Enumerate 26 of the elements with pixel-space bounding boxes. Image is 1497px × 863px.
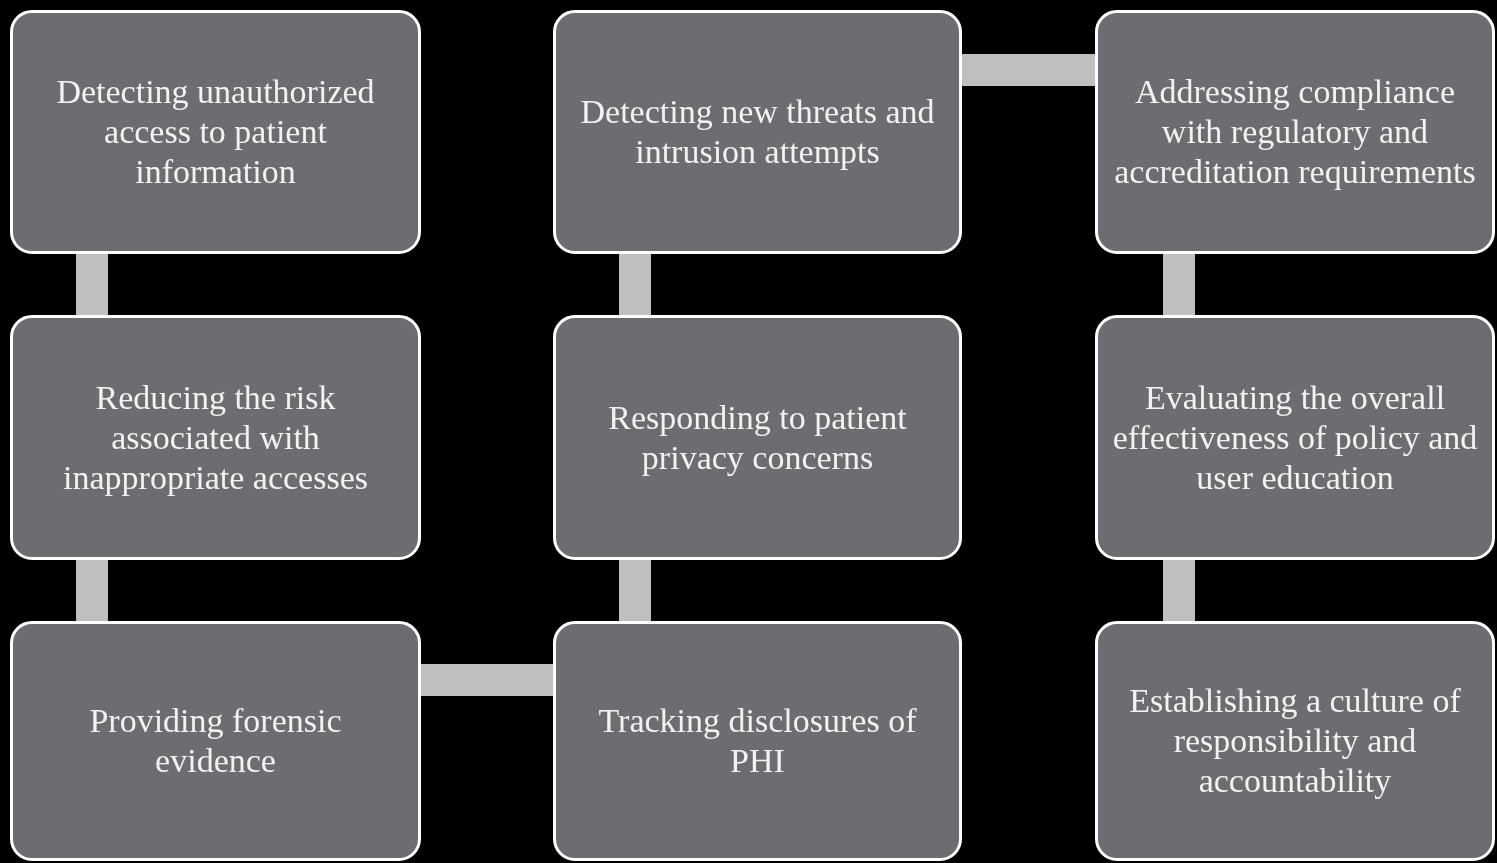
process-box [1095,10,1495,254]
connector-bar [1163,560,1195,621]
connector-bar [619,560,651,621]
process-box [10,621,421,861]
connector-bar [619,254,651,315]
process-box [553,10,962,254]
box-text: Providing forensic evidence [88,701,343,781]
box-text: Tracking disclosures of PHI [597,701,918,781]
process-box [10,315,421,560]
box-text: Addressing compliance with regulatory and accreditation requirements [1113,72,1477,192]
process-box [553,621,962,861]
box-text: Detecting unauthorized access to patient information [55,72,376,192]
connector-bar [962,54,1095,86]
connector-bar [76,560,108,621]
process-box [553,315,962,560]
process-box [10,10,421,254]
box-text: Reducing the risk associated with inappropriate accesses [62,377,369,498]
connector-bar [76,254,108,315]
process-box [1095,621,1495,861]
box-text: Evaluating the overall effectiveness of policy and user education [1111,377,1479,498]
box-text: Establishing a culture of responsibility and accountability [1128,681,1462,801]
box-text: Detecting new threats and intrusion attempts [579,92,936,172]
connector-bar [1163,254,1195,315]
connector-bar [421,664,553,696]
process-box [1095,315,1495,560]
box-text: Responding to patient privacy concerns [607,397,908,478]
